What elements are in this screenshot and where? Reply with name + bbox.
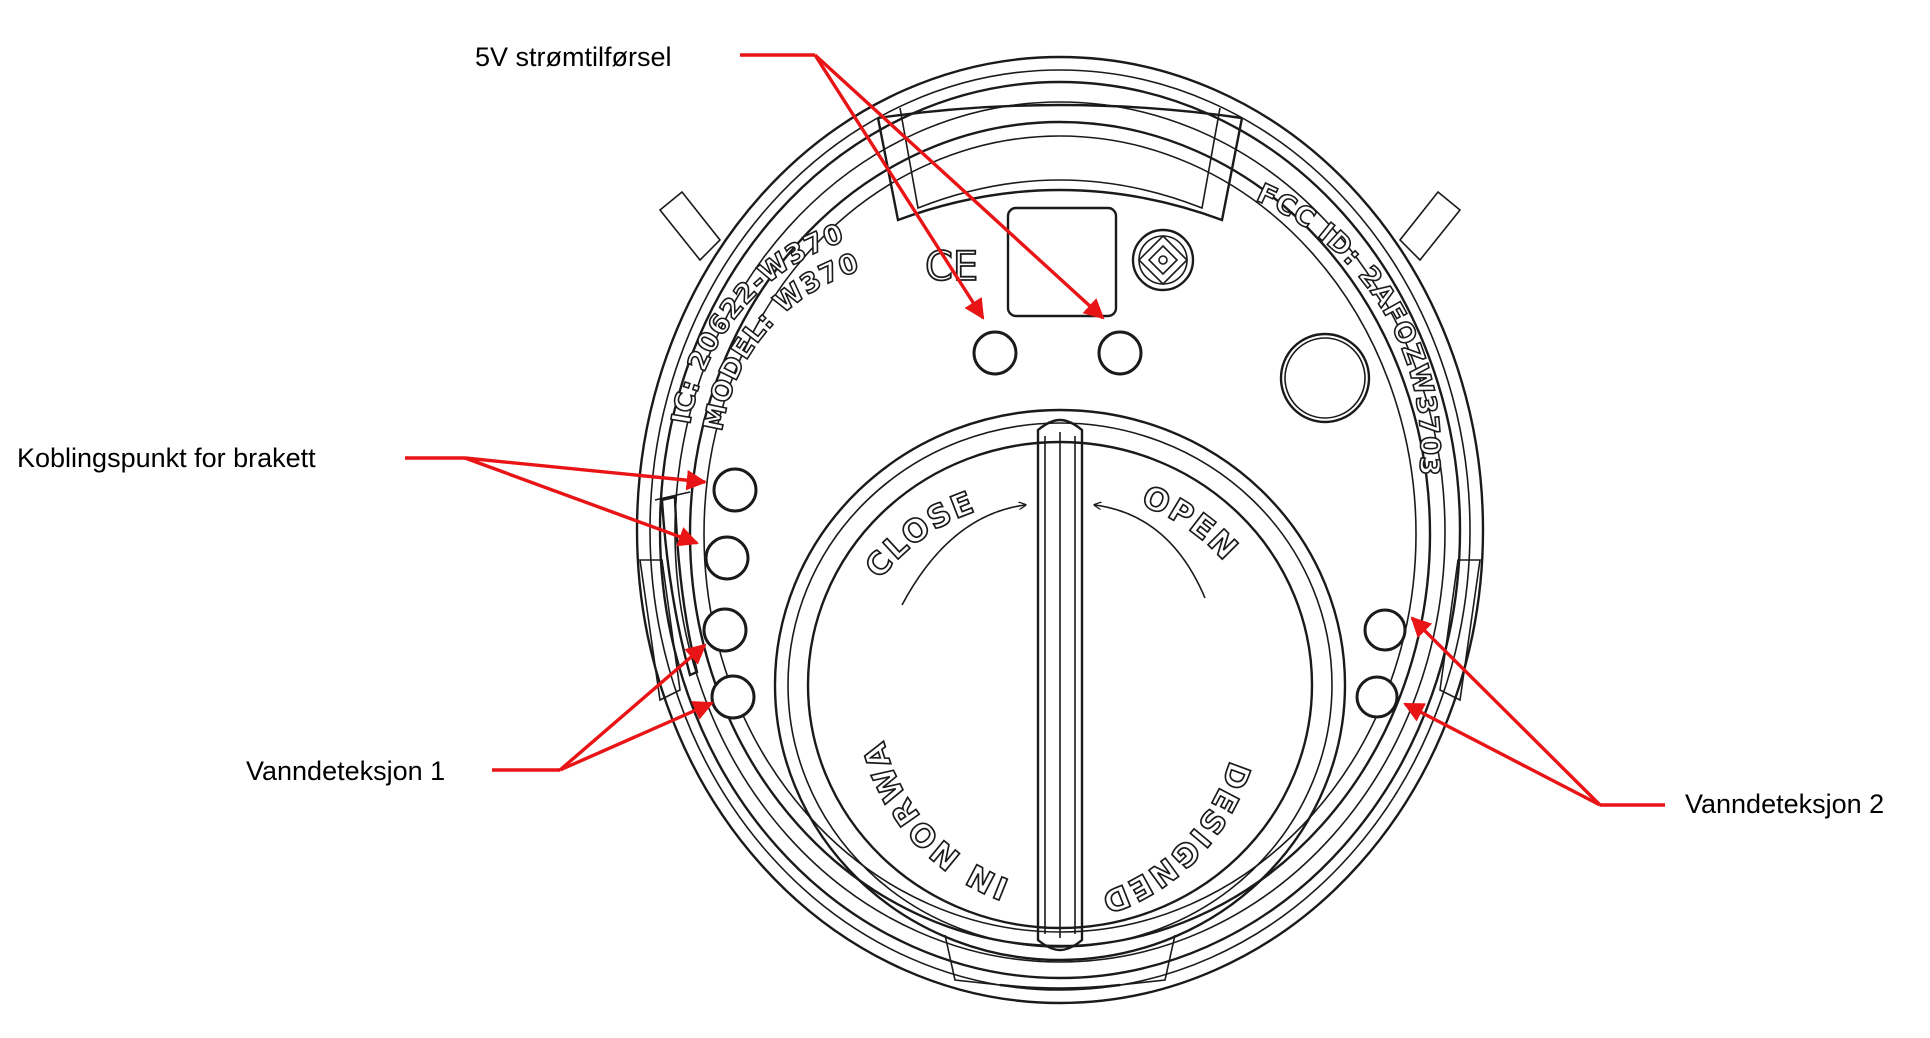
screw-icon xyxy=(1131,228,1195,292)
svg-text:MODEL: W3703: MODEL: W3703 xyxy=(0,0,863,433)
reset-hole xyxy=(1279,332,1371,424)
callout-water2-arrow-b xyxy=(1403,702,1601,807)
power-contact-left xyxy=(972,330,1018,376)
cap-engraving-designed: DESIGNED xyxy=(1095,756,1257,921)
svg-text:DESIGNED: DESIGNED xyxy=(1096,757,1257,920)
callout-water2 xyxy=(1403,616,1665,807)
callout-bracket-arrow-1 xyxy=(464,456,708,491)
callout-power xyxy=(740,53,1105,320)
water-sensor-2-hole-a xyxy=(1363,608,1407,652)
callout-water1-arrow-a xyxy=(558,643,707,772)
callout-label-power: 5V strømtilførsel xyxy=(475,42,672,72)
water-sensor-2-hole-b xyxy=(1355,675,1399,719)
battery-cap xyxy=(773,408,1347,962)
callout-label-water1: Vanndeteksjon 1 xyxy=(246,756,445,786)
power-contact-right xyxy=(1097,330,1143,376)
callout-bracket xyxy=(405,456,708,547)
callout-power-arrow-left xyxy=(813,54,985,320)
svg-text:CLOSE: CLOSE xyxy=(858,484,980,585)
water-sensor-1-holes xyxy=(702,607,756,720)
bracket-holes xyxy=(704,467,758,581)
water-sensor-1-hole-b xyxy=(710,674,756,720)
callout-label-bracket: Koblingspunkt for brakett xyxy=(17,443,316,473)
callout-bracket-arrow-2 xyxy=(464,456,699,547)
bracket-hole-1 xyxy=(712,467,758,513)
cap-engraving-close: CLOSE xyxy=(858,484,980,586)
bracket-hole-2 xyxy=(704,535,750,581)
callout-water1-arrow-b xyxy=(559,701,714,772)
svg-text:OPEN: OPEN xyxy=(1137,479,1245,568)
label-recess xyxy=(1006,206,1118,318)
callout-power-arrow-right xyxy=(813,53,1105,320)
callout-water1 xyxy=(492,643,714,772)
water-sensor-1-hole-a xyxy=(702,607,748,653)
cap-engraving-open: OPEN xyxy=(1136,478,1245,569)
power-contact-holes xyxy=(972,330,1143,376)
callout-water2-arrow-a xyxy=(1410,616,1602,807)
water-sensor-2-holes xyxy=(1355,608,1407,719)
callout-label-water2: Vanndeteksjon 2 xyxy=(1685,789,1884,819)
engraving-model: MODEL: W3703 xyxy=(0,0,863,434)
